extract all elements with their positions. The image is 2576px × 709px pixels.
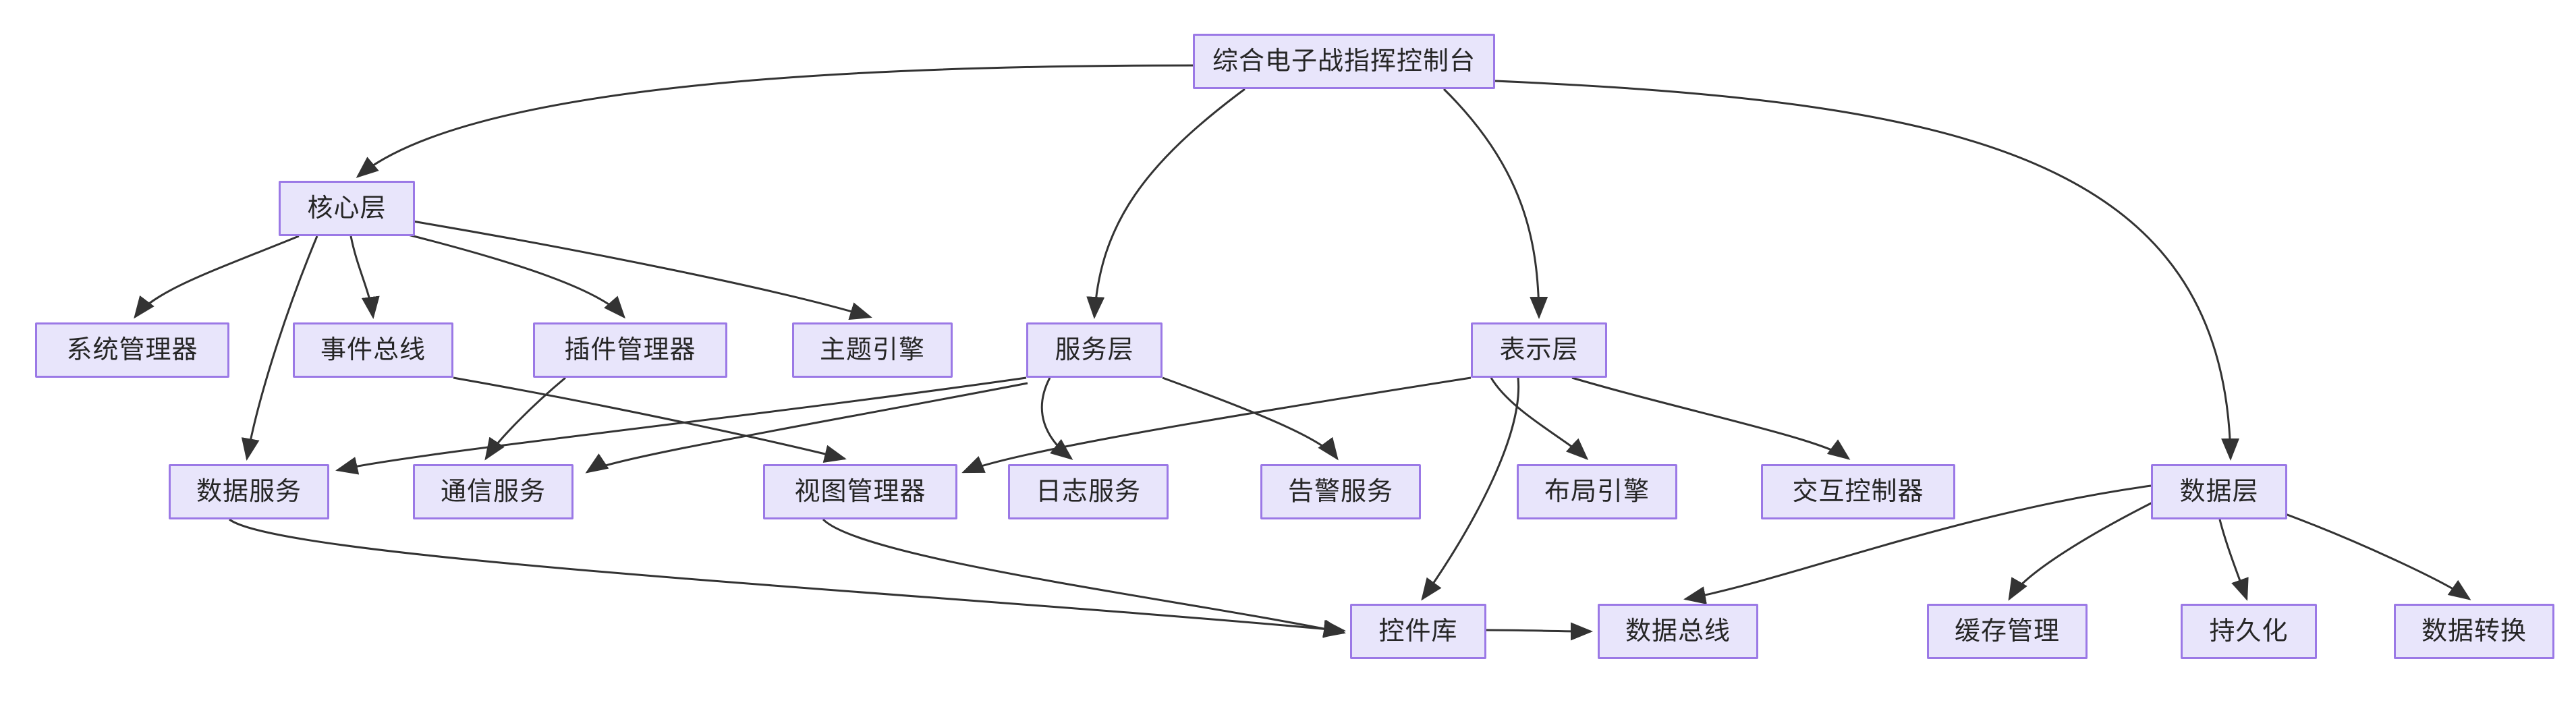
node-alarm[interactable]: 告警服务 xyxy=(1260,464,1421,519)
edge-datalyr-to-cache xyxy=(2008,498,2160,601)
node-widget[interactable]: 控件库 xyxy=(1350,604,1486,659)
node-service[interactable]: 服务层 xyxy=(1026,322,1163,378)
edge-service-to-commserv xyxy=(585,382,1028,474)
edge-eventbus-to-viewmgr xyxy=(453,376,847,463)
edge-service-to-logserv xyxy=(1040,377,1073,460)
node-label: 持久化 xyxy=(2209,617,2289,646)
node-label: 控件库 xyxy=(1378,617,1458,646)
node-commserv[interactable]: 通信服务 xyxy=(413,464,573,519)
node-logserv[interactable]: 日志服务 xyxy=(1008,464,1169,519)
edge-datalyr-to-convert xyxy=(2281,511,2471,600)
edge-core-to-theme xyxy=(412,220,872,320)
edge-present-to-widget xyxy=(1421,377,1520,601)
node-label: 综合电子战指挥控制台 xyxy=(1212,47,1476,76)
node-label: 告警服务 xyxy=(1287,478,1393,506)
node-label: 事件总线 xyxy=(320,336,426,364)
edge-service-to-dataserv xyxy=(335,376,1027,475)
edge-present-to-layout xyxy=(1490,377,1589,461)
node-interact[interactable]: 交互控制器 xyxy=(1761,464,1955,519)
node-label: 数据总线 xyxy=(1625,617,1731,646)
node-label: 日志服务 xyxy=(1035,478,1141,506)
edge-viewmgr-to-widget xyxy=(822,518,1346,638)
node-root[interactable]: 综合电子战指挥控制台 xyxy=(1193,34,1495,89)
node-databus[interactable]: 数据总线 xyxy=(1598,604,1758,659)
node-datalyr[interactable]: 数据层 xyxy=(2151,464,2287,519)
node-label: 表示层 xyxy=(1499,336,1579,364)
node-present[interactable]: 表示层 xyxy=(1471,322,1607,378)
node-label: 数据层 xyxy=(2179,478,2259,506)
node-label: 数据转换 xyxy=(2421,617,2527,646)
edges-group xyxy=(134,64,2471,641)
node-cache[interactable]: 缓存管理 xyxy=(1927,604,2088,659)
node-convert[interactable]: 数据转换 xyxy=(2394,604,2554,659)
node-sysmgr[interactable]: 系统管理器 xyxy=(35,322,229,378)
node-label: 服务层 xyxy=(1055,336,1134,364)
node-persist[interactable]: 持久化 xyxy=(2181,604,2317,659)
node-label: 通信服务 xyxy=(440,478,546,506)
node-theme[interactable]: 主题引擎 xyxy=(792,322,953,378)
node-label: 交互控制器 xyxy=(1792,478,1924,506)
edge-datalyr-to-persist xyxy=(2218,519,2249,601)
node-label: 视图管理器 xyxy=(794,478,926,506)
edge-present-to-viewmgr xyxy=(961,376,1472,474)
node-eventbus[interactable]: 事件总线 xyxy=(293,322,453,378)
edge-core-to-eventbus xyxy=(349,235,380,319)
node-label: 布局引擎 xyxy=(1544,478,1650,506)
node-core[interactable]: 核心层 xyxy=(279,181,415,236)
edge-core-to-plugmgr xyxy=(408,233,625,319)
node-label: 系统管理器 xyxy=(66,336,198,364)
edge-plugmgr-to-commserv xyxy=(484,376,566,461)
edge-core-to-sysmgr xyxy=(134,235,300,319)
edge-root-to-service xyxy=(1086,88,1245,319)
edge-dataserv-to-widget xyxy=(229,518,1346,638)
edge-root-to-datalyr xyxy=(1494,80,2240,461)
node-label: 缓存管理 xyxy=(1954,617,2060,646)
edge-service-to-alarm xyxy=(1162,376,1339,461)
node-plugmgr[interactable]: 插件管理器 xyxy=(533,322,727,378)
edge-widget-to-databus xyxy=(1486,622,1593,641)
edge-present-to-interact xyxy=(1571,376,1851,460)
edge-root-to-present xyxy=(1443,88,1548,319)
node-label: 主题引擎 xyxy=(819,336,925,364)
node-label: 插件管理器 xyxy=(564,336,696,364)
node-layout[interactable]: 布局引擎 xyxy=(1517,464,1677,519)
node-label: 数据服务 xyxy=(196,478,302,506)
edge-root-to-core xyxy=(356,64,1194,178)
node-label: 核心层 xyxy=(307,194,387,223)
node-dataserv[interactable]: 数据服务 xyxy=(169,464,329,519)
node-viewmgr[interactable]: 视图管理器 xyxy=(763,464,957,519)
